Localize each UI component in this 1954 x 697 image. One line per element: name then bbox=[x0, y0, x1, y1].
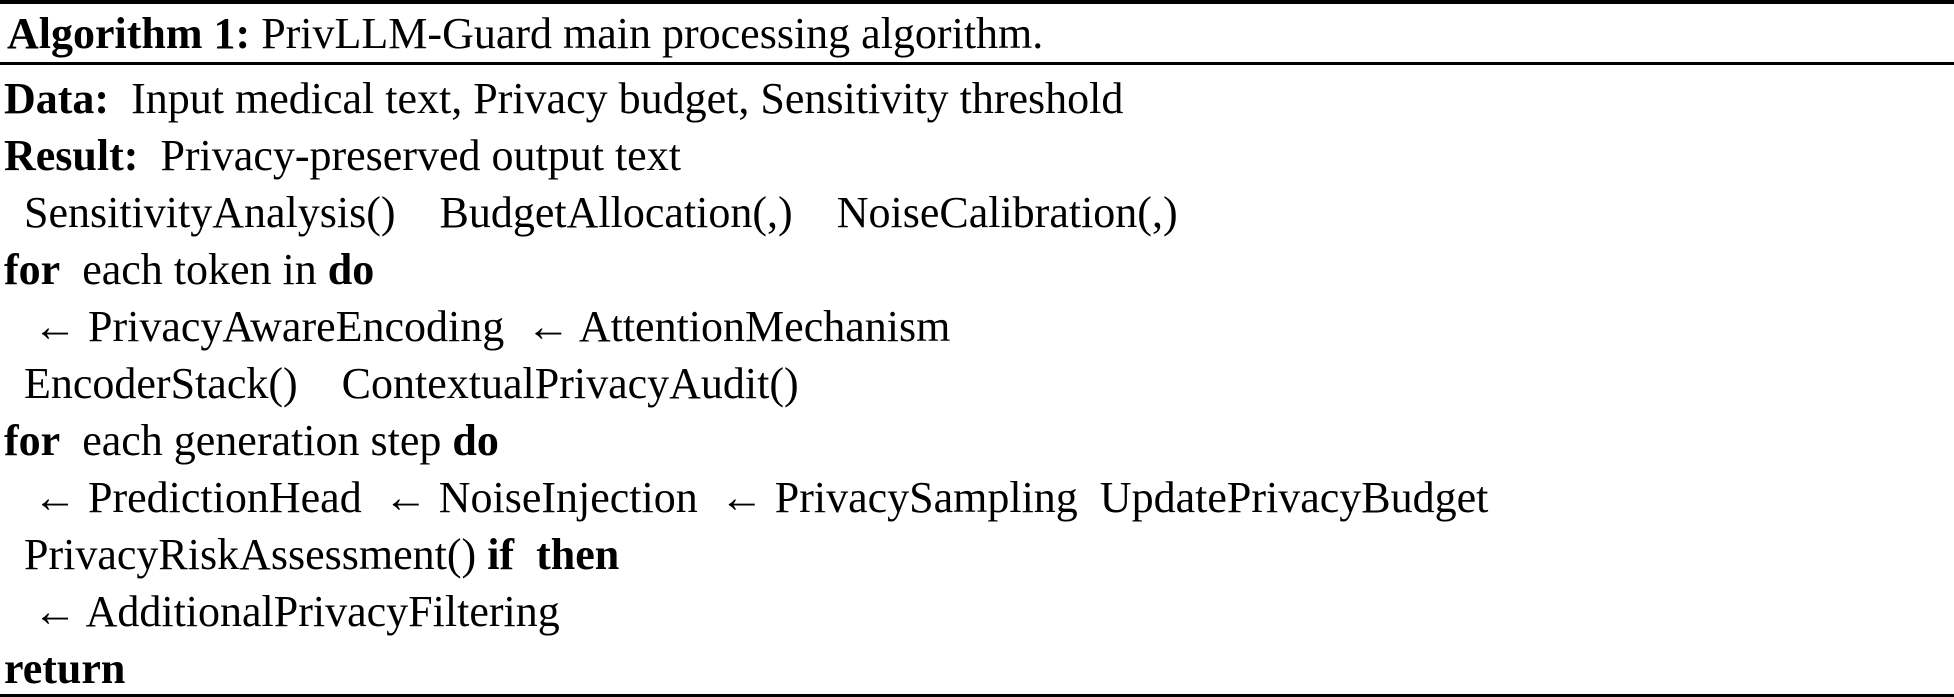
text-segment: do bbox=[327, 245, 375, 294]
header-rule bbox=[0, 62, 1954, 65]
text-segment: SensitivityAnalysis() BudgetAllocation(,… bbox=[24, 188, 1178, 237]
algorithm-line: PrivacyRiskAssessment() if then bbox=[0, 526, 1954, 583]
text-segment: Data: bbox=[4, 74, 110, 123]
text-segment: Algorithm 1: bbox=[7, 8, 251, 58]
text-segment: Input medical text, Privacy budget, Sens… bbox=[109, 74, 1124, 123]
bottom-rule bbox=[0, 694, 1954, 697]
text-segment: PrivacyRiskAssessment() bbox=[24, 530, 488, 579]
top-rule bbox=[0, 0, 1954, 4]
text-segment: do bbox=[452, 416, 499, 465]
text-segment: Privacy-preserved output text bbox=[138, 131, 681, 180]
text-segment: for bbox=[4, 245, 61, 294]
text-segment: return bbox=[4, 644, 126, 693]
text-segment: if then bbox=[487, 530, 620, 579]
text-segment: each generation step bbox=[60, 416, 453, 465]
text-segment: each token in bbox=[60, 245, 328, 294]
text-segment: ← AdditionalPrivacyFiltering bbox=[33, 587, 560, 636]
text-segment: EncoderStack() ContextualPrivacyAudit() bbox=[24, 359, 799, 408]
algorithm-line: for each generation step do bbox=[0, 412, 1954, 469]
text-segment: for bbox=[4, 416, 61, 465]
text-segment: ← PredictionHead ← NoiseInjection ← Priv… bbox=[33, 473, 1489, 522]
algorithm-line: EncoderStack() ContextualPrivacyAudit() bbox=[0, 355, 1954, 412]
algorithm-line: ← PredictionHead ← NoiseInjection ← Priv… bbox=[0, 469, 1954, 526]
algorithm-line: ← AdditionalPrivacyFiltering bbox=[0, 583, 1954, 640]
algorithm-line: for each token in do bbox=[0, 241, 1954, 298]
text-segment: ← PrivacyAwareEncoding ← AttentionMechan… bbox=[33, 302, 951, 351]
text-segment: Result: bbox=[4, 131, 139, 180]
algorithm-line: return bbox=[0, 640, 1954, 694]
algorithm-line: Data: Input medical text, Privacy budget… bbox=[0, 70, 1954, 127]
algorithm-line: Result: Privacy-preserved output text bbox=[0, 127, 1954, 184]
algorithm-line: SensitivityAnalysis() BudgetAllocation(,… bbox=[0, 184, 1954, 241]
algorithm-header: Algorithm 1: PrivLLM-Guard main processi… bbox=[0, 4, 1954, 62]
text-segment: PrivLLM-Guard main processing algorithm. bbox=[250, 8, 1044, 58]
algorithm-body: Data: Input medical text, Privacy budget… bbox=[0, 65, 1954, 694]
algorithm-line: ← PrivacyAwareEncoding ← AttentionMechan… bbox=[0, 298, 1954, 355]
